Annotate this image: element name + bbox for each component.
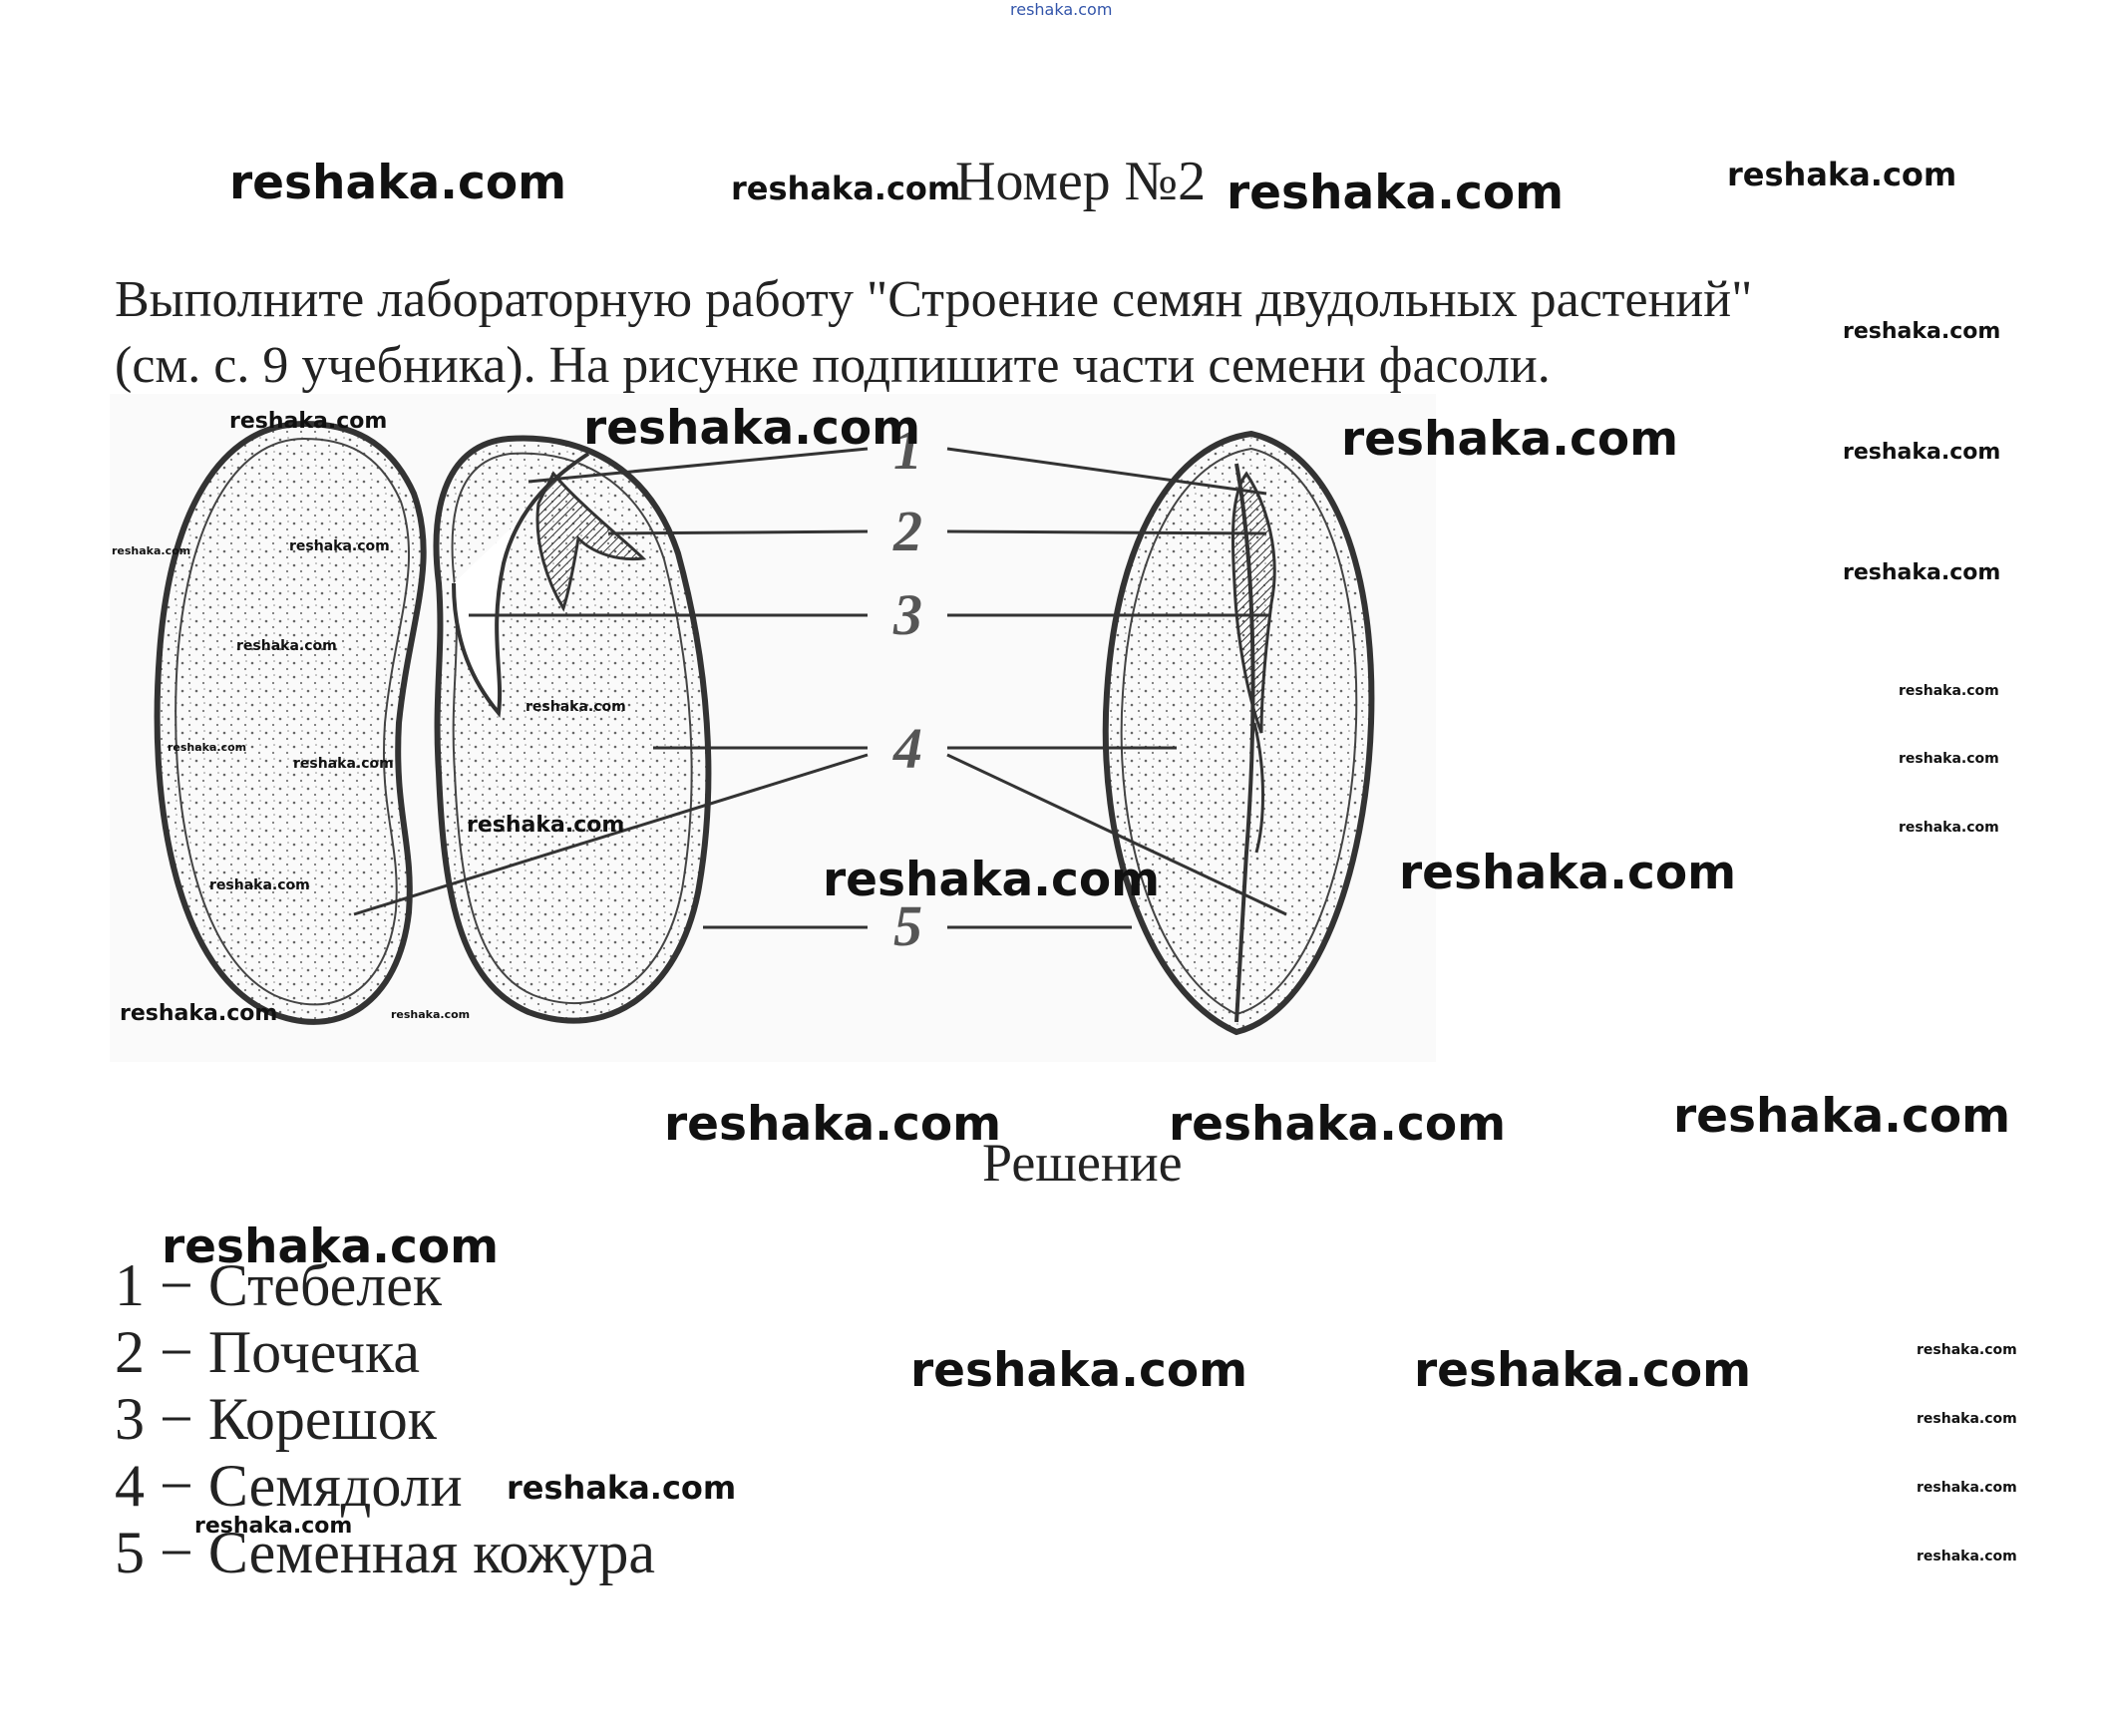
solution-heading: Решение	[982, 1133, 1183, 1193]
watermark: reshaka.com	[391, 1008, 471, 1021]
watermark: reshaka.com	[1899, 820, 1999, 836]
watermark: reshaka.com	[1227, 166, 1565, 220]
top-watermark: reshaka.com	[1010, 0, 1113, 19]
watermark: reshaka.com	[1899, 751, 1999, 767]
answer-1: 1 − Стебелек	[115, 1252, 443, 1318]
bean-seed-diagram: 1 2 3 4 5	[110, 394, 1436, 1062]
figure-label-3: 3	[892, 582, 922, 647]
watermark: reshaka.com	[162, 1219, 500, 1274]
figure-label-1: 1	[893, 417, 922, 482]
watermark: reshaka.com	[289, 538, 390, 554]
answer-2: 2 − Почечка	[115, 1319, 420, 1385]
watermark: reshaka.com	[1843, 560, 2001, 585]
watermark: reshaka.com	[1843, 440, 2001, 465]
watermark: reshaka.com	[583, 401, 921, 456]
figure-label-5: 5	[893, 893, 922, 958]
watermark: reshaka.com	[1899, 683, 1999, 699]
watermark: reshaka.com	[507, 1469, 737, 1507]
answer-4: 4 − Семядоли	[115, 1453, 463, 1519]
watermark: reshaka.com	[1917, 1549, 2017, 1564]
middle-cotyledon	[433, 435, 712, 1024]
watermark: reshaka.com	[1917, 1411, 2017, 1427]
leader-lines	[353, 447, 1287, 929]
watermark: reshaka.com	[209, 877, 310, 893]
figure-label-2: 2	[892, 499, 922, 563]
watermark: reshaka.com	[1843, 319, 2001, 344]
watermark: reshaka.com	[1399, 846, 1737, 900]
watermark: reshaka.com	[910, 1343, 1248, 1398]
watermark: reshaka.com	[1917, 1342, 2017, 1358]
watermark: reshaka.com	[731, 170, 961, 207]
watermark: reshaka.com	[664, 1097, 1002, 1152]
watermark: reshaka.com	[120, 1001, 278, 1026]
watermark: reshaka.com	[823, 853, 1161, 907]
watermark: reshaka.com	[1673, 1089, 2011, 1144]
watermark: reshaka.com	[526, 699, 626, 715]
watermark: reshaka.com	[194, 1514, 353, 1539]
watermark: reshaka.com	[236, 638, 337, 654]
task-line-2: (см. с. 9 учебника). На рисунке подпишит…	[115, 337, 1551, 394]
watermark: reshaka.com	[229, 156, 567, 210]
left-cotyledon	[154, 420, 427, 1025]
watermark: reshaka.com	[1169, 1097, 1507, 1152]
answer-5: 5 − Семенная кожура	[115, 1520, 655, 1585]
watermark: reshaka.com	[229, 409, 388, 434]
page-title: Номер №2	[955, 151, 1207, 212]
watermark: reshaka.com	[1341, 412, 1679, 467]
watermark: reshaka.com	[1917, 1480, 2017, 1496]
answer-3: 3 − Корешок	[115, 1386, 437, 1452]
watermark: reshaka.com	[1727, 156, 1957, 193]
watermark: reshaka.com	[168, 741, 247, 754]
task-line-1: Выполните лабораторную работу "Строение …	[115, 271, 1753, 328]
watermark: reshaka.com	[467, 813, 625, 838]
watermark: reshaka.com	[293, 756, 394, 772]
watermark: reshaka.com	[1414, 1343, 1752, 1398]
right-seed	[1102, 430, 1375, 1036]
figure-label-4: 4	[892, 716, 922, 781]
watermark: reshaka.com	[112, 544, 191, 557]
